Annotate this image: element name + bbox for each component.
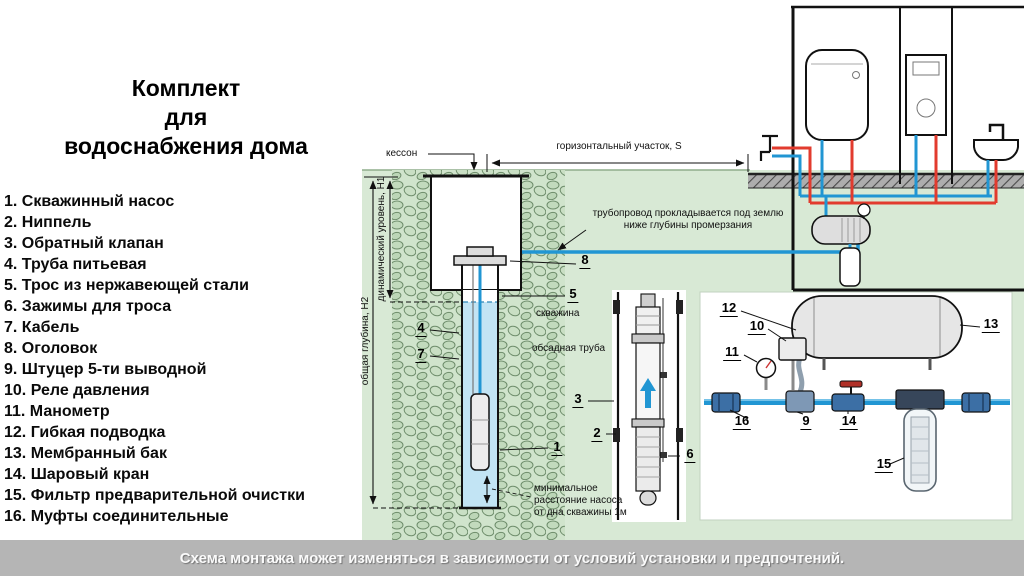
- parts-list-item: 5. Трос из нержавеющей стали: [4, 277, 249, 294]
- parts-list-item: 1. Скважинный насос: [4, 193, 175, 210]
- parts-list-item: 3. Обратный клапан: [4, 235, 164, 252]
- callout-4: 4: [415, 320, 427, 337]
- pump-station-group: [493, 203, 871, 287]
- footer-note: Схема монтажа может изменяться в зависим…: [179, 549, 845, 567]
- footer-bar: Схема монтажа может изменяться в зависим…: [0, 540, 1024, 576]
- callout-8: 8: [579, 252, 591, 269]
- parts-list: 1. Скважинный насос 2. Ниппель 3. Обратн…: [4, 191, 362, 527]
- page-title: Комплект для водоснабжения дома: [30, 74, 342, 161]
- dimension-group: [364, 153, 749, 509]
- label-horizontal-section: горизонтальный участок, S: [556, 141, 682, 152]
- callout-5: 5: [567, 286, 579, 303]
- label-well: скважина: [536, 308, 580, 319]
- title-line-3: водоснабжения дома: [64, 133, 308, 159]
- surface-equipment-group: [699, 291, 1013, 521]
- callout-9: 9: [800, 413, 812, 430]
- label-min-distance: минимальное расстояние насоса от дна скв…: [534, 483, 627, 518]
- title-line-2: для: [164, 104, 208, 130]
- label-dynamic-level: динамический уровень, Н1: [376, 176, 387, 302]
- parts-list-item: 7. Кабель: [4, 319, 80, 336]
- callout-14: 14: [839, 413, 859, 430]
- pump-detail-group: [612, 290, 686, 522]
- callout-12: 12: [719, 300, 739, 317]
- parts-list-item: 6. Зажимы для троса: [4, 298, 172, 315]
- parts-list-item: 9. Штуцер 5-ти выводной: [4, 361, 207, 378]
- parts-list-item: 16. Муфты соединительные: [4, 508, 229, 525]
- parts-list-item: 4. Труба питьевая: [4, 256, 147, 273]
- callout-7: 7: [415, 346, 427, 363]
- parts-list-item: 14. Шаровый кран: [4, 466, 150, 483]
- callout-16: 16: [732, 413, 752, 430]
- callout-leader-lines: [429, 260, 981, 465]
- label-pipeline-note: трубопровод прокладывается под землю ниж…: [592, 208, 784, 231]
- callout-2: 2: [591, 425, 603, 442]
- callout-11: 11: [723, 344, 741, 361]
- callout-15: 15: [874, 456, 894, 473]
- callout-13: 13: [981, 316, 1001, 333]
- parts-list-item: 15. Фильтр предварительной очистки: [4, 487, 305, 504]
- well-group: [423, 174, 532, 510]
- parts-list-item: 13. Мембранный бак: [4, 445, 167, 462]
- label-total-depth: общая глубина, Н2: [360, 296, 371, 386]
- callout-1: 1: [551, 439, 563, 456]
- parts-list-item: 10. Реле давления: [4, 382, 150, 399]
- callout-3: 3: [572, 391, 584, 408]
- title-line-1: Комплект: [131, 75, 241, 101]
- parts-list-item: 12. Гибкая подводка: [4, 424, 166, 441]
- callout-10: 10: [747, 318, 767, 335]
- label-casing: обсадная труба: [532, 343, 606, 354]
- label-kesson: кессон: [386, 148, 418, 159]
- parts-list-item: 8. Оголовок: [4, 340, 98, 357]
- house-pipes-group: [772, 135, 998, 216]
- parts-list-item: 2. Ниппель: [4, 214, 92, 231]
- callout-6: 6: [684, 446, 696, 463]
- parts-list-item: 11. Манометр: [4, 403, 110, 420]
